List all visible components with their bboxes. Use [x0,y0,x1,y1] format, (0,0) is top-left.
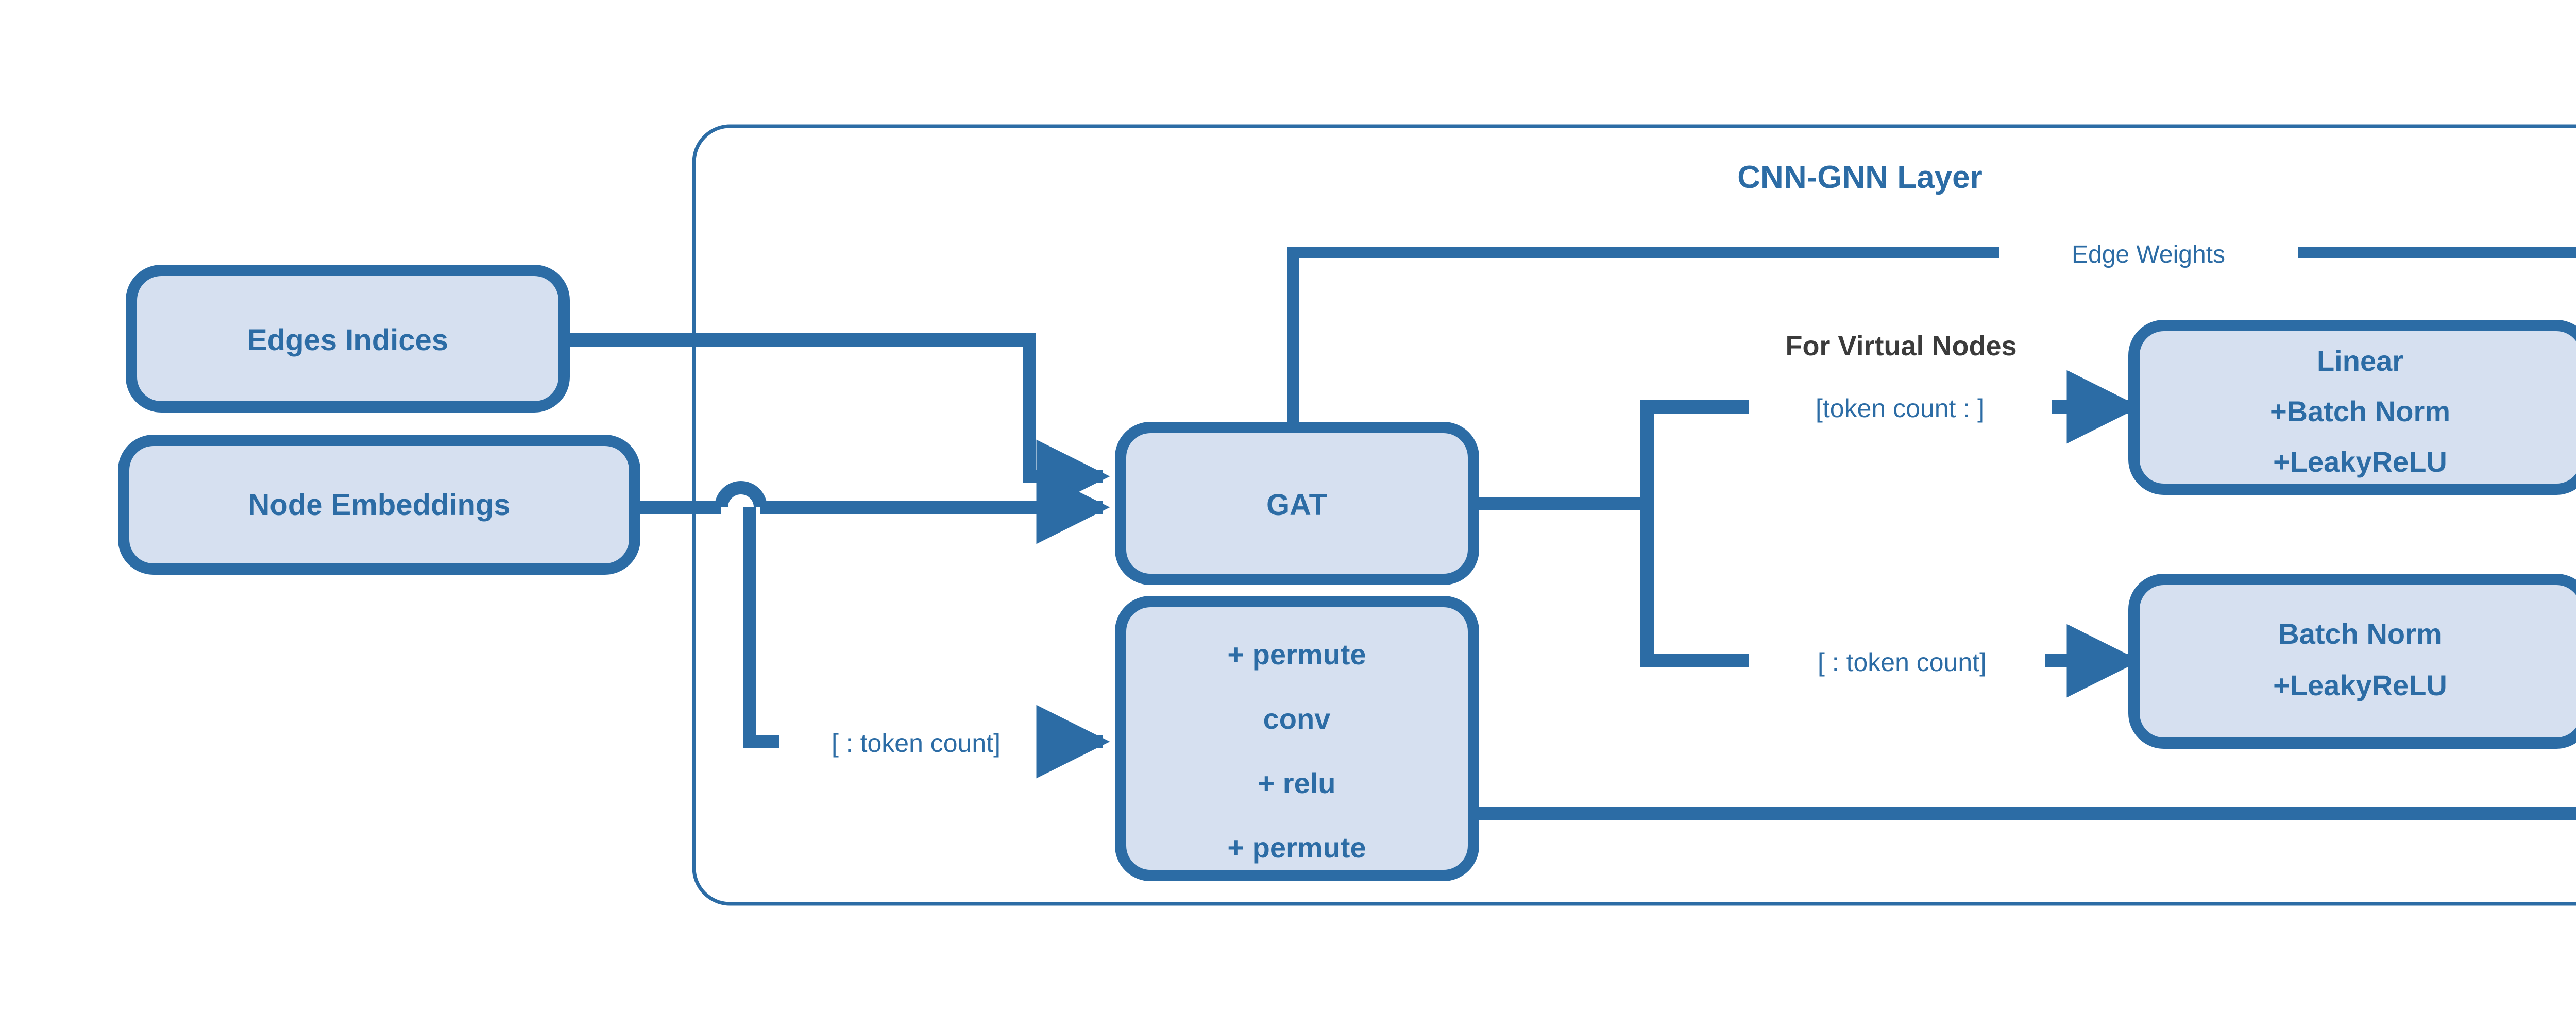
block-cnn[interactable]: + permute conv + relu + permute [1115,596,1479,881]
edge-label-token-count-suffix-top: [ : token count] [1818,648,1987,677]
container-title: CNN-GNN Layer [1737,160,1982,195]
connector-cnn-to-concat-bottom [1473,807,2576,820]
input-label-node-embeddings: Node Embeddings [248,488,510,522]
connector-edge-weights [1287,247,2576,427]
block-linear-line-2: +LeakyReLU [2273,445,2447,478]
annotation-for-virtual-nodes: For Virtual Nodes [1785,331,2016,362]
block-bn-line-0: Batch Norm [2278,617,2442,650]
edge-label-token-count-suffix-bottom: [ : token count] [832,729,1001,758]
block-gat[interactable]: GAT [1115,422,1479,585]
connector-edges-to-gat [564,333,1110,513]
connector-node-emb-to-gat [635,470,1110,544]
block-cnn-line-2: + relu [1258,767,1336,799]
block-linear-line-1: +Batch Norm [2270,395,2450,427]
input-box-node-embeddings[interactable]: Node Embeddings [118,435,640,575]
block-cnn-line-1: conv [1263,702,1331,735]
block-bn-line-1: +LeakyReLU [2273,669,2447,701]
block-cnn-line-3: + permute [1227,831,1366,864]
connector-node-emb-to-cnn [743,507,1110,779]
connector-gat-split [1473,400,1749,667]
input-label-edges-indices: Edges Indices [247,323,448,357]
edge-label-token-count-prefix: [token count : ] [1816,394,1985,423]
block-cnn-line-0: + permute [1227,638,1366,671]
block-linear-batchnorm-leakyrelu[interactable]: Linear +Batch Norm +LeakyReLU [2128,320,2576,495]
input-box-edges-indices[interactable]: Edges Indices [126,265,570,413]
edge-label-edge-weights: Edge Weights [2072,241,2225,268]
block-batchnorm-leakyrelu[interactable]: Batch Norm +LeakyReLU [2128,574,2576,749]
block-linear-line-0: Linear [2317,345,2403,377]
cnn-gnn-layer-container [692,124,2576,906]
block-gat-line-0: GAT [1266,488,1327,522]
